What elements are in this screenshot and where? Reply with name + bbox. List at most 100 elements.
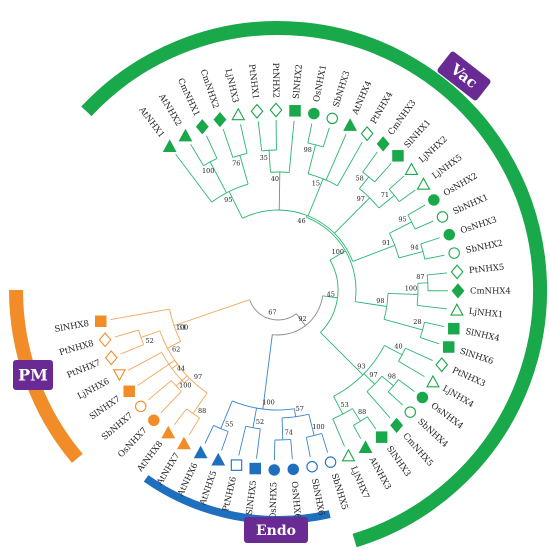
leaf-label: LjNHX1	[468, 307, 503, 321]
leaf-label: LjNHX6	[76, 377, 111, 402]
endo-tag: Endo	[244, 517, 308, 543]
leaf-label: SbNHX2	[465, 239, 504, 256]
circle-marker	[448, 247, 460, 259]
triangle-marker	[161, 425, 176, 439]
branch-radial	[352, 244, 395, 262]
leaf-markers	[94, 102, 465, 476]
branch-radial	[388, 175, 405, 190]
branch-arc	[203, 158, 218, 167]
branch-radial	[190, 143, 204, 166]
bootstrap-value: 95	[224, 196, 232, 204]
branch-radial	[288, 120, 295, 173]
circle-marker	[428, 194, 440, 206]
bootstrap-value: 100	[179, 381, 191, 389]
bootstrap-value: 97	[357, 195, 365, 203]
branch-radial	[307, 123, 313, 144]
branch-radial	[262, 334, 273, 410]
leaf-label: SbNHX5	[329, 472, 350, 511]
branch-radial	[398, 360, 425, 377]
branch-arc	[398, 347, 406, 362]
square-marker	[230, 459, 243, 471]
branch-arc	[407, 214, 416, 230]
bootstrap-value: 98	[388, 372, 396, 380]
bootstrap-value: 92	[298, 315, 306, 323]
leaf-label: CmNHX2	[198, 68, 221, 110]
branch-arc	[306, 216, 357, 302]
triangle-marker	[343, 118, 358, 131]
bootstrap-value: 88	[358, 408, 366, 416]
bootstrap-value: 97	[194, 373, 202, 381]
branch-arc	[186, 408, 200, 419]
leaf-label: AtNHX5	[198, 470, 220, 508]
bootstrap-value: 100	[262, 399, 274, 407]
square-marker	[249, 462, 261, 475]
bootstrap-value: 100	[312, 423, 324, 431]
branch-radial	[366, 416, 377, 430]
circle-marker	[324, 456, 337, 468]
branch-radial	[333, 396, 344, 415]
diamond-marker	[213, 112, 227, 128]
branch-radial	[420, 237, 440, 245]
branch-radial	[407, 204, 426, 216]
leaf-label: AtNHX6	[176, 461, 201, 498]
tag-label: PM	[18, 366, 48, 385]
leaf-label: PtNHX2	[270, 63, 280, 99]
diamond-marker	[451, 283, 465, 299]
triangle-marker	[193, 445, 208, 459]
circle-marker	[416, 391, 429, 404]
tag-box	[13, 360, 53, 390]
leaf-label: PtNHX7	[66, 358, 103, 381]
bootstrap-value: 98	[304, 146, 312, 154]
leaf-label: OsNHX2	[442, 171, 480, 198]
branch-arc	[174, 360, 208, 394]
branch-radial	[252, 407, 257, 428]
branch-radial	[427, 272, 448, 276]
branch-radial	[256, 428, 261, 459]
leaf-label: SlNHX5	[245, 480, 259, 516]
bootstrap-value: 52	[256, 418, 264, 426]
branch-radial	[308, 414, 315, 436]
branch-radial	[363, 373, 376, 385]
branch-radial	[337, 142, 363, 186]
triangle-marker	[358, 440, 373, 454]
branch-arc	[211, 183, 249, 203]
branch-arc	[242, 209, 354, 262]
branch-radial	[221, 431, 229, 451]
branch-radial	[110, 308, 170, 320]
branch-radial	[352, 425, 362, 439]
bootstrap-value: 35	[260, 154, 268, 162]
branch-radial	[325, 134, 347, 181]
leaf-label: SbNHX1	[452, 193, 490, 217]
branch-radial	[175, 375, 188, 387]
tag-box	[437, 51, 491, 101]
branch-radial	[420, 337, 440, 345]
branch-radial	[228, 191, 243, 219]
branch-arc	[333, 345, 385, 397]
branch-radial	[307, 178, 324, 217]
circle-marker	[443, 228, 456, 241]
branch-radial	[140, 330, 161, 338]
branch-radial	[281, 417, 284, 440]
diamond-marker	[376, 136, 390, 152]
leaf-label: SbNHX6	[309, 478, 326, 517]
branch-arc	[249, 299, 297, 321]
bootstrap-value: 46	[297, 217, 305, 225]
bootstrap-value: 93	[357, 362, 365, 370]
branch-arc	[353, 416, 368, 426]
triangle-marker	[177, 436, 191, 450]
leaf-label: OsNHX5	[269, 482, 280, 520]
diamond-marker	[195, 119, 209, 135]
bootstrap-value: 98	[376, 297, 384, 305]
branch-radial	[405, 347, 433, 361]
triangle-marker	[211, 452, 226, 466]
branch-radial	[268, 150, 271, 173]
branch-radial	[220, 400, 233, 429]
leaf-label: SlNHX1	[403, 118, 434, 151]
bootstrap-value: 44	[177, 365, 185, 373]
branch-radial	[173, 408, 187, 426]
branch-arc	[388, 189, 400, 202]
square-marker	[442, 341, 455, 353]
bootstrap-values: 1005262441009788556752100745710053889293…	[146, 146, 425, 436]
diamond-marker	[98, 332, 112, 348]
bootstrap-value: 100	[332, 248, 344, 256]
